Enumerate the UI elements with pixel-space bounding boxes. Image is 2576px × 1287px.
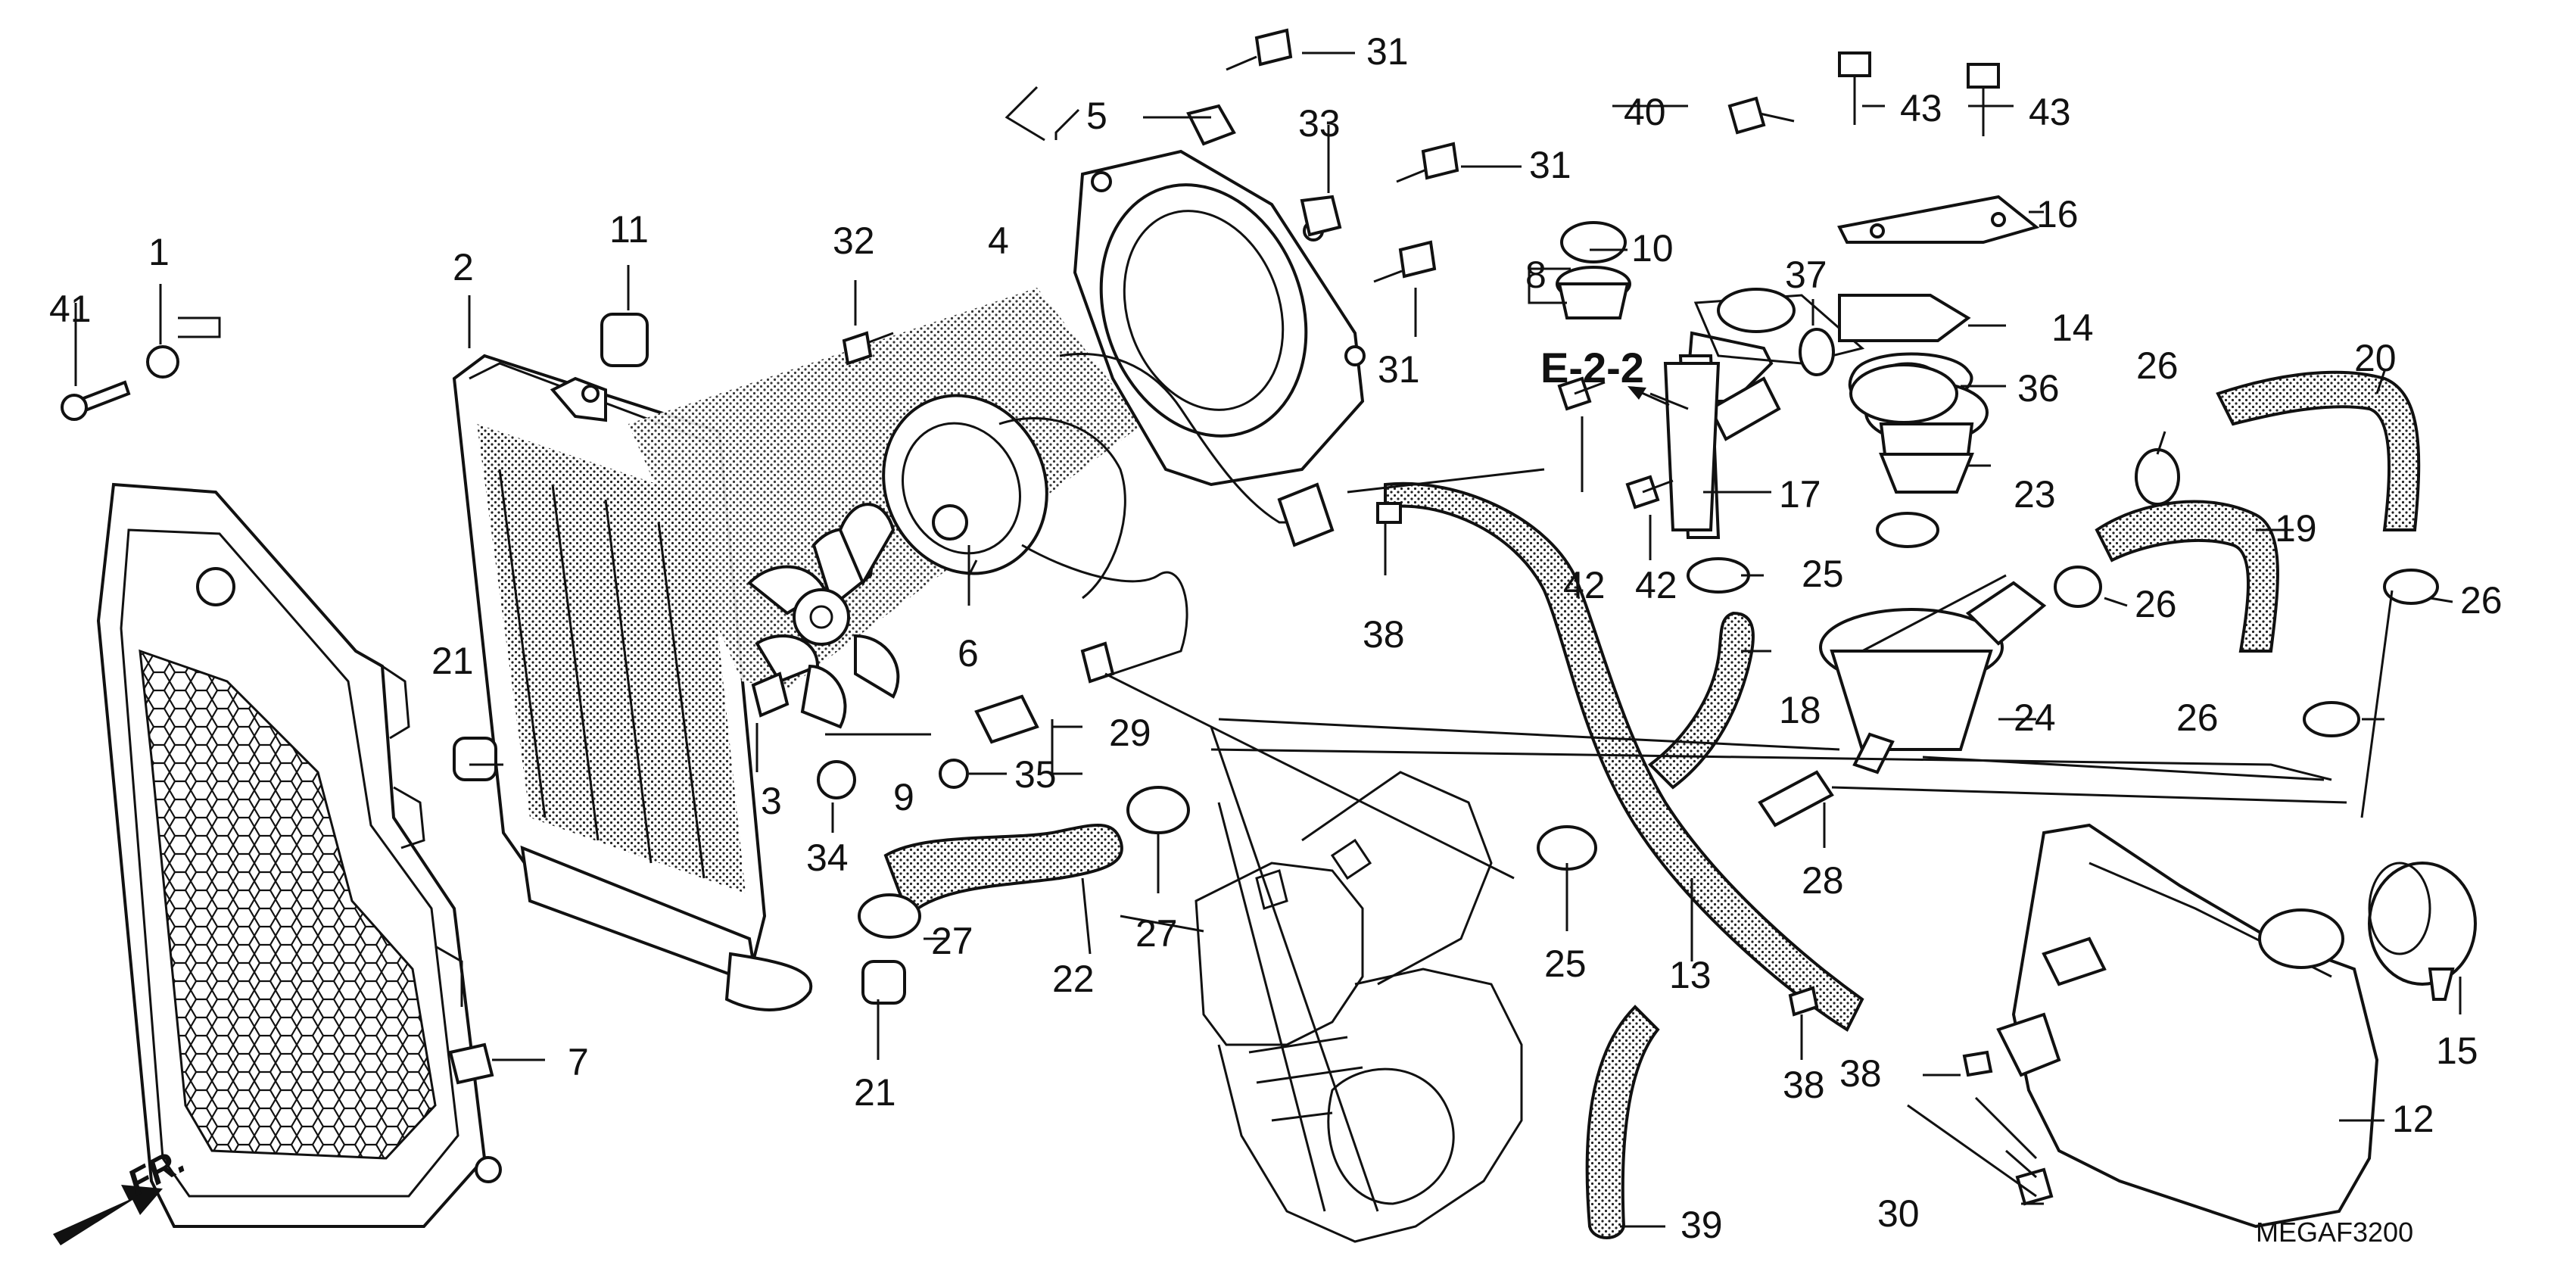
part-label: 7 <box>568 1041 589 1083</box>
diagram-code: MEGAF3200 <box>2256 1217 2413 1248</box>
part-label: 25 <box>1544 943 1587 985</box>
part-label: 26 <box>2460 579 2503 622</box>
part-label: 18 <box>1779 689 1821 731</box>
part-label: 21 <box>431 640 474 682</box>
part-number-labels: 1 2 3 4 5 6 7 8 9 10 11 12 13 14 15 16 1… <box>49 30 2503 1246</box>
reserve-tank <box>1996 823 2379 1229</box>
part-label: 33 <box>1298 102 1341 145</box>
part-label: 5 <box>1086 95 1107 137</box>
part-label: 40 <box>1624 91 1666 133</box>
part-label: 38 <box>1363 613 1405 656</box>
part-label: 26 <box>2136 344 2179 387</box>
part-label: 35 <box>1014 753 1057 796</box>
part-label: 41 <box>49 288 92 330</box>
part-label: 30 <box>1877 1192 1920 1235</box>
part-label: 13 <box>1669 954 1712 996</box>
reserve-tank-cap <box>2368 862 2477 1001</box>
part-label: 32 <box>833 220 875 262</box>
part-label: 24 <box>2014 696 2056 739</box>
part-label: 21 <box>854 1071 896 1114</box>
part-label: 23 <box>2014 473 2056 516</box>
reference-label: E-2-2 <box>1540 344 1644 391</box>
part-label: 38 <box>1839 1052 1882 1095</box>
part-label: 19 <box>2275 507 2317 550</box>
part-label: 29 <box>1109 712 1151 754</box>
part-label: 12 <box>2392 1098 2434 1140</box>
fasteners-and-clamps <box>61 28 2439 1206</box>
part-label: 37 <box>1785 254 1827 296</box>
fan-shroud <box>1073 149 1366 487</box>
reference-arrow-head <box>1628 386 1646 400</box>
part-label: 4 <box>988 220 1009 262</box>
part-label: 8 <box>1525 254 1547 296</box>
part-label: 43 <box>1900 87 1942 129</box>
part-label: 6 <box>958 632 979 675</box>
part-label: 1 <box>148 231 170 273</box>
part-label: 22 <box>1052 958 1095 1000</box>
part-label: 14 <box>2051 307 2094 349</box>
part-label: 2 <box>453 246 474 288</box>
part-label: 34 <box>806 837 849 879</box>
part-label: 28 <box>1802 859 1844 902</box>
part-label: 38 <box>1783 1064 1825 1106</box>
part-label: 3 <box>761 780 782 822</box>
part-label: 15 <box>2436 1030 2478 1072</box>
part-label: 39 <box>1680 1204 1723 1246</box>
part-label: 36 <box>2017 367 2060 410</box>
part-label: 9 <box>893 776 914 818</box>
part-label: 31 <box>1529 144 1571 186</box>
part-label: 43 <box>2029 91 2071 133</box>
part-label: 27 <box>931 920 973 962</box>
fan-blade <box>747 503 900 729</box>
part-label: 16 <box>2036 193 2079 235</box>
leader-lines <box>74 51 2462 1228</box>
reference-callout: E-2-2 <box>1540 344 1670 407</box>
part-label: 27 <box>1135 912 1178 955</box>
part-label: 42 <box>1563 564 1606 606</box>
part-label: 26 <box>2176 696 2219 739</box>
part-label: 26 <box>2135 583 2177 625</box>
fan-motor <box>882 353 1335 684</box>
part-label: 25 <box>1802 553 1844 595</box>
part-label: 31 <box>1366 30 1409 73</box>
part-label: 31 <box>1378 348 1420 391</box>
part-label: 10 <box>1631 227 1674 270</box>
coolant-hoses <box>883 370 2421 1239</box>
part-label: 20 <box>2354 337 2397 379</box>
radiator-shroud <box>96 482 502 1228</box>
part-label: 11 <box>609 208 649 251</box>
front-arrow-icon <box>53 1185 163 1245</box>
part-label: 17 <box>1779 473 1821 516</box>
engine <box>1195 771 1523 1243</box>
part-label: 42 <box>1635 564 1677 606</box>
